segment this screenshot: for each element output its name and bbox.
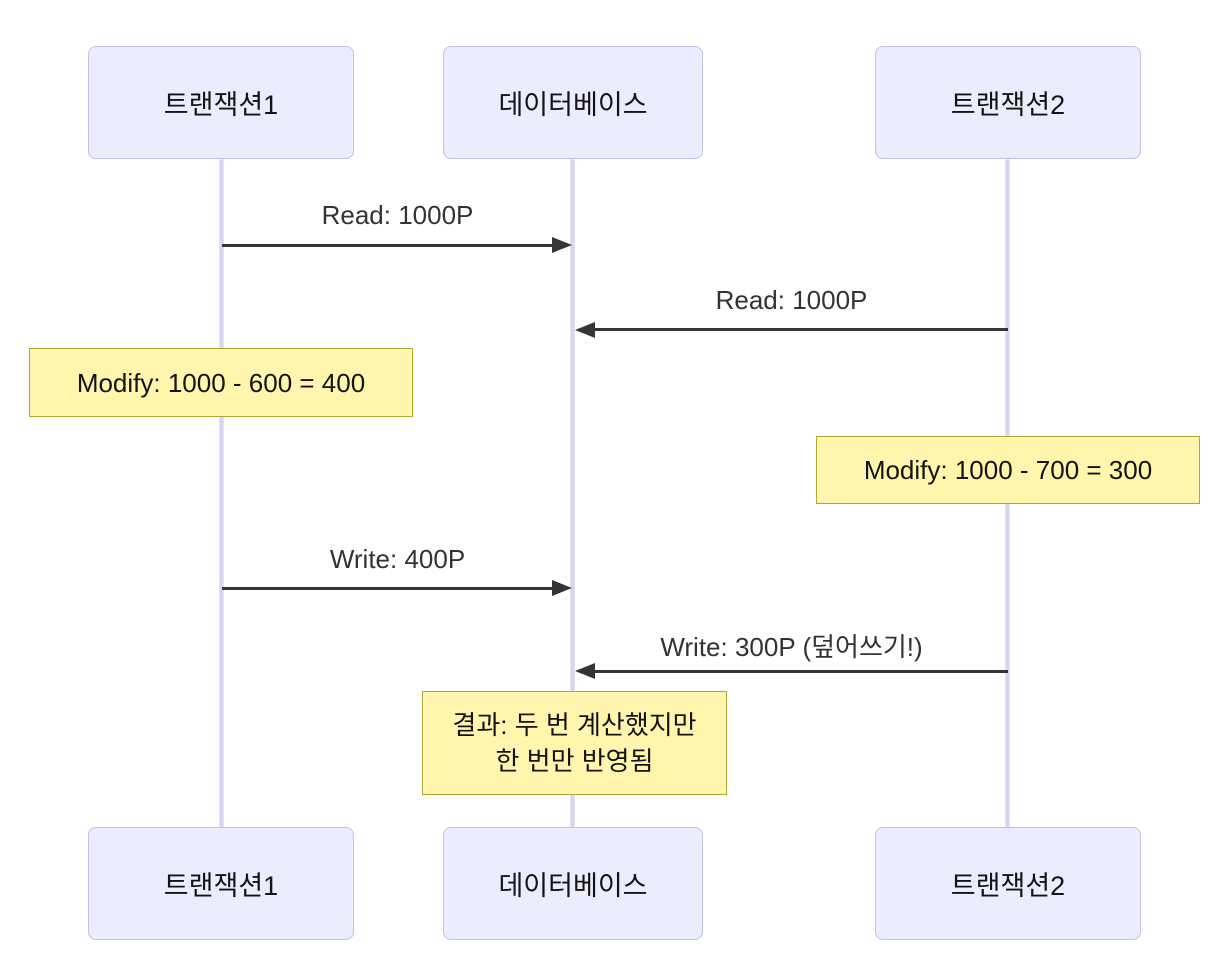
actor-label: 트랜잭션2 — [950, 871, 1066, 901]
actor-top-transaction2: 트랜잭션2 — [875, 46, 1141, 159]
actor-label: 트랜잭션1 — [163, 871, 279, 901]
actor-bottom-transaction1: 트랜잭션1 — [88, 827, 354, 940]
lifeline-database — [571, 160, 574, 828]
message-label: Read: 1000P — [321, 200, 474, 230]
lifeline-transaction1 — [220, 160, 223, 828]
note-text-line2: 한 번만 반영됨 — [495, 746, 654, 776]
actor-bottom-transaction2: 트랜잭션2 — [875, 827, 1141, 940]
actor-label: 데이터베이스 — [498, 90, 648, 120]
message-line — [222, 244, 554, 247]
note-modify-transaction1: Modify: 1000 - 600 = 400 — [29, 348, 413, 417]
message-label: Read: 1000P — [715, 285, 868, 315]
message-label: Write: 400P — [329, 544, 466, 574]
message-line — [595, 328, 1008, 331]
arrowhead-left-icon — [575, 322, 595, 338]
actor-bottom-database: 데이터베이스 — [443, 827, 703, 940]
note-modify-transaction2: Modify: 1000 - 700 = 300 — [816, 436, 1200, 504]
message-line — [222, 587, 554, 590]
message-line — [595, 670, 1008, 673]
note-text: Modify: 1000 - 700 = 300 — [863, 455, 1153, 485]
note-text: Modify: 1000 - 600 = 400 — [76, 367, 366, 398]
actor-top-database: 데이터베이스 — [443, 46, 703, 159]
arrowhead-left-icon — [575, 663, 595, 679]
arrowhead-right-icon — [552, 580, 572, 596]
note-text-line1: 결과: 두 번 계산했지만 — [452, 710, 697, 740]
arrowhead-right-icon — [552, 237, 572, 253]
actor-label: 트랜잭션2 — [950, 90, 1066, 120]
actor-top-transaction1: 트랜잭션1 — [88, 46, 354, 159]
message-label: Write: 300P (덮어쓰기!) — [660, 632, 923, 662]
actor-label: 데이터베이스 — [498, 871, 648, 901]
actor-label: 트랜잭션1 — [163, 90, 279, 120]
note-result-database: 결과: 두 번 계산했지만 한 번만 반영됨 — [422, 691, 727, 795]
